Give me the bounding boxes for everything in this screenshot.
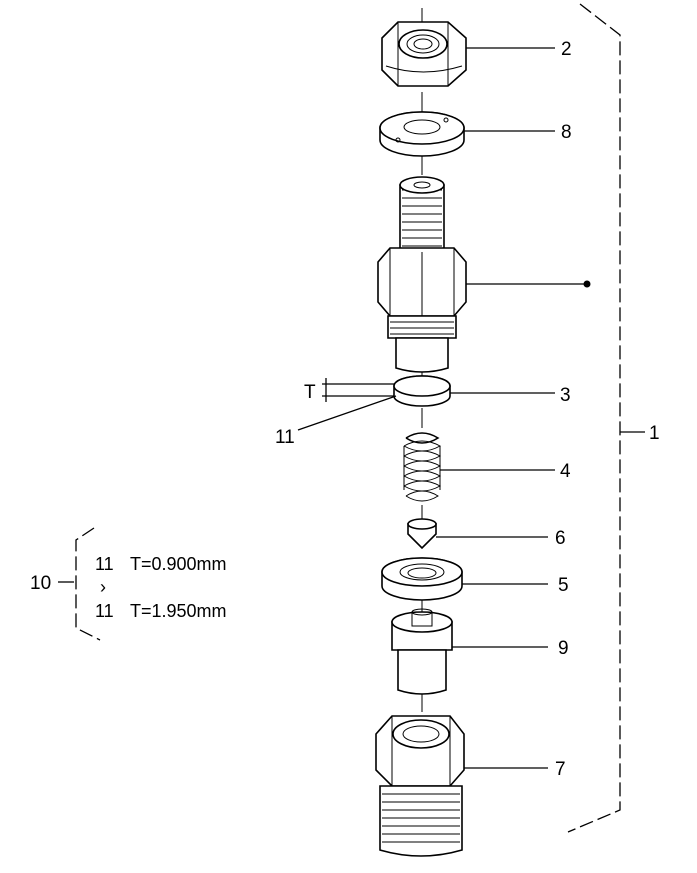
callout-1: 1 xyxy=(649,423,660,444)
part-4-spring xyxy=(403,432,442,502)
callout-6: 6 xyxy=(555,528,566,549)
part-7-union-fitting xyxy=(375,715,465,857)
callout-5: 5 xyxy=(558,575,569,596)
thickness-symbol: T xyxy=(304,382,316,403)
note-range-mark: › xyxy=(100,577,106,597)
callout-10: 10 xyxy=(30,573,51,594)
callout-9: 9 xyxy=(558,638,569,659)
part-6-valve xyxy=(407,518,437,550)
shim-thickness-note: 11 T=0.900mm › 11 T=1.950mm xyxy=(95,554,227,621)
leader-lines xyxy=(297,47,591,769)
callout-7: 7 xyxy=(555,759,566,780)
note-bracket xyxy=(58,527,101,641)
callout-8: 8 xyxy=(561,122,572,143)
valve-holder-body xyxy=(377,176,467,373)
assembly-bracket xyxy=(567,3,645,833)
part-8-washer xyxy=(379,111,465,157)
note-line2-value: T=1.950mm xyxy=(130,601,227,621)
thickness-dimension xyxy=(322,378,394,402)
part-5-valve-seat xyxy=(381,557,463,601)
part-9-valve-element xyxy=(391,608,453,695)
note-line1-part: 11 xyxy=(95,554,114,574)
callout-11: 11 xyxy=(275,427,295,448)
callout-4: 4 xyxy=(560,461,571,482)
part-3-shim xyxy=(393,375,451,407)
note-line2-part: 11 xyxy=(95,601,114,621)
note-line1-value: T=0.900mm xyxy=(130,554,227,574)
callout-2: 2 xyxy=(561,39,572,60)
part-2-hex-nut xyxy=(381,21,467,87)
callout-3: 3 xyxy=(560,385,571,406)
